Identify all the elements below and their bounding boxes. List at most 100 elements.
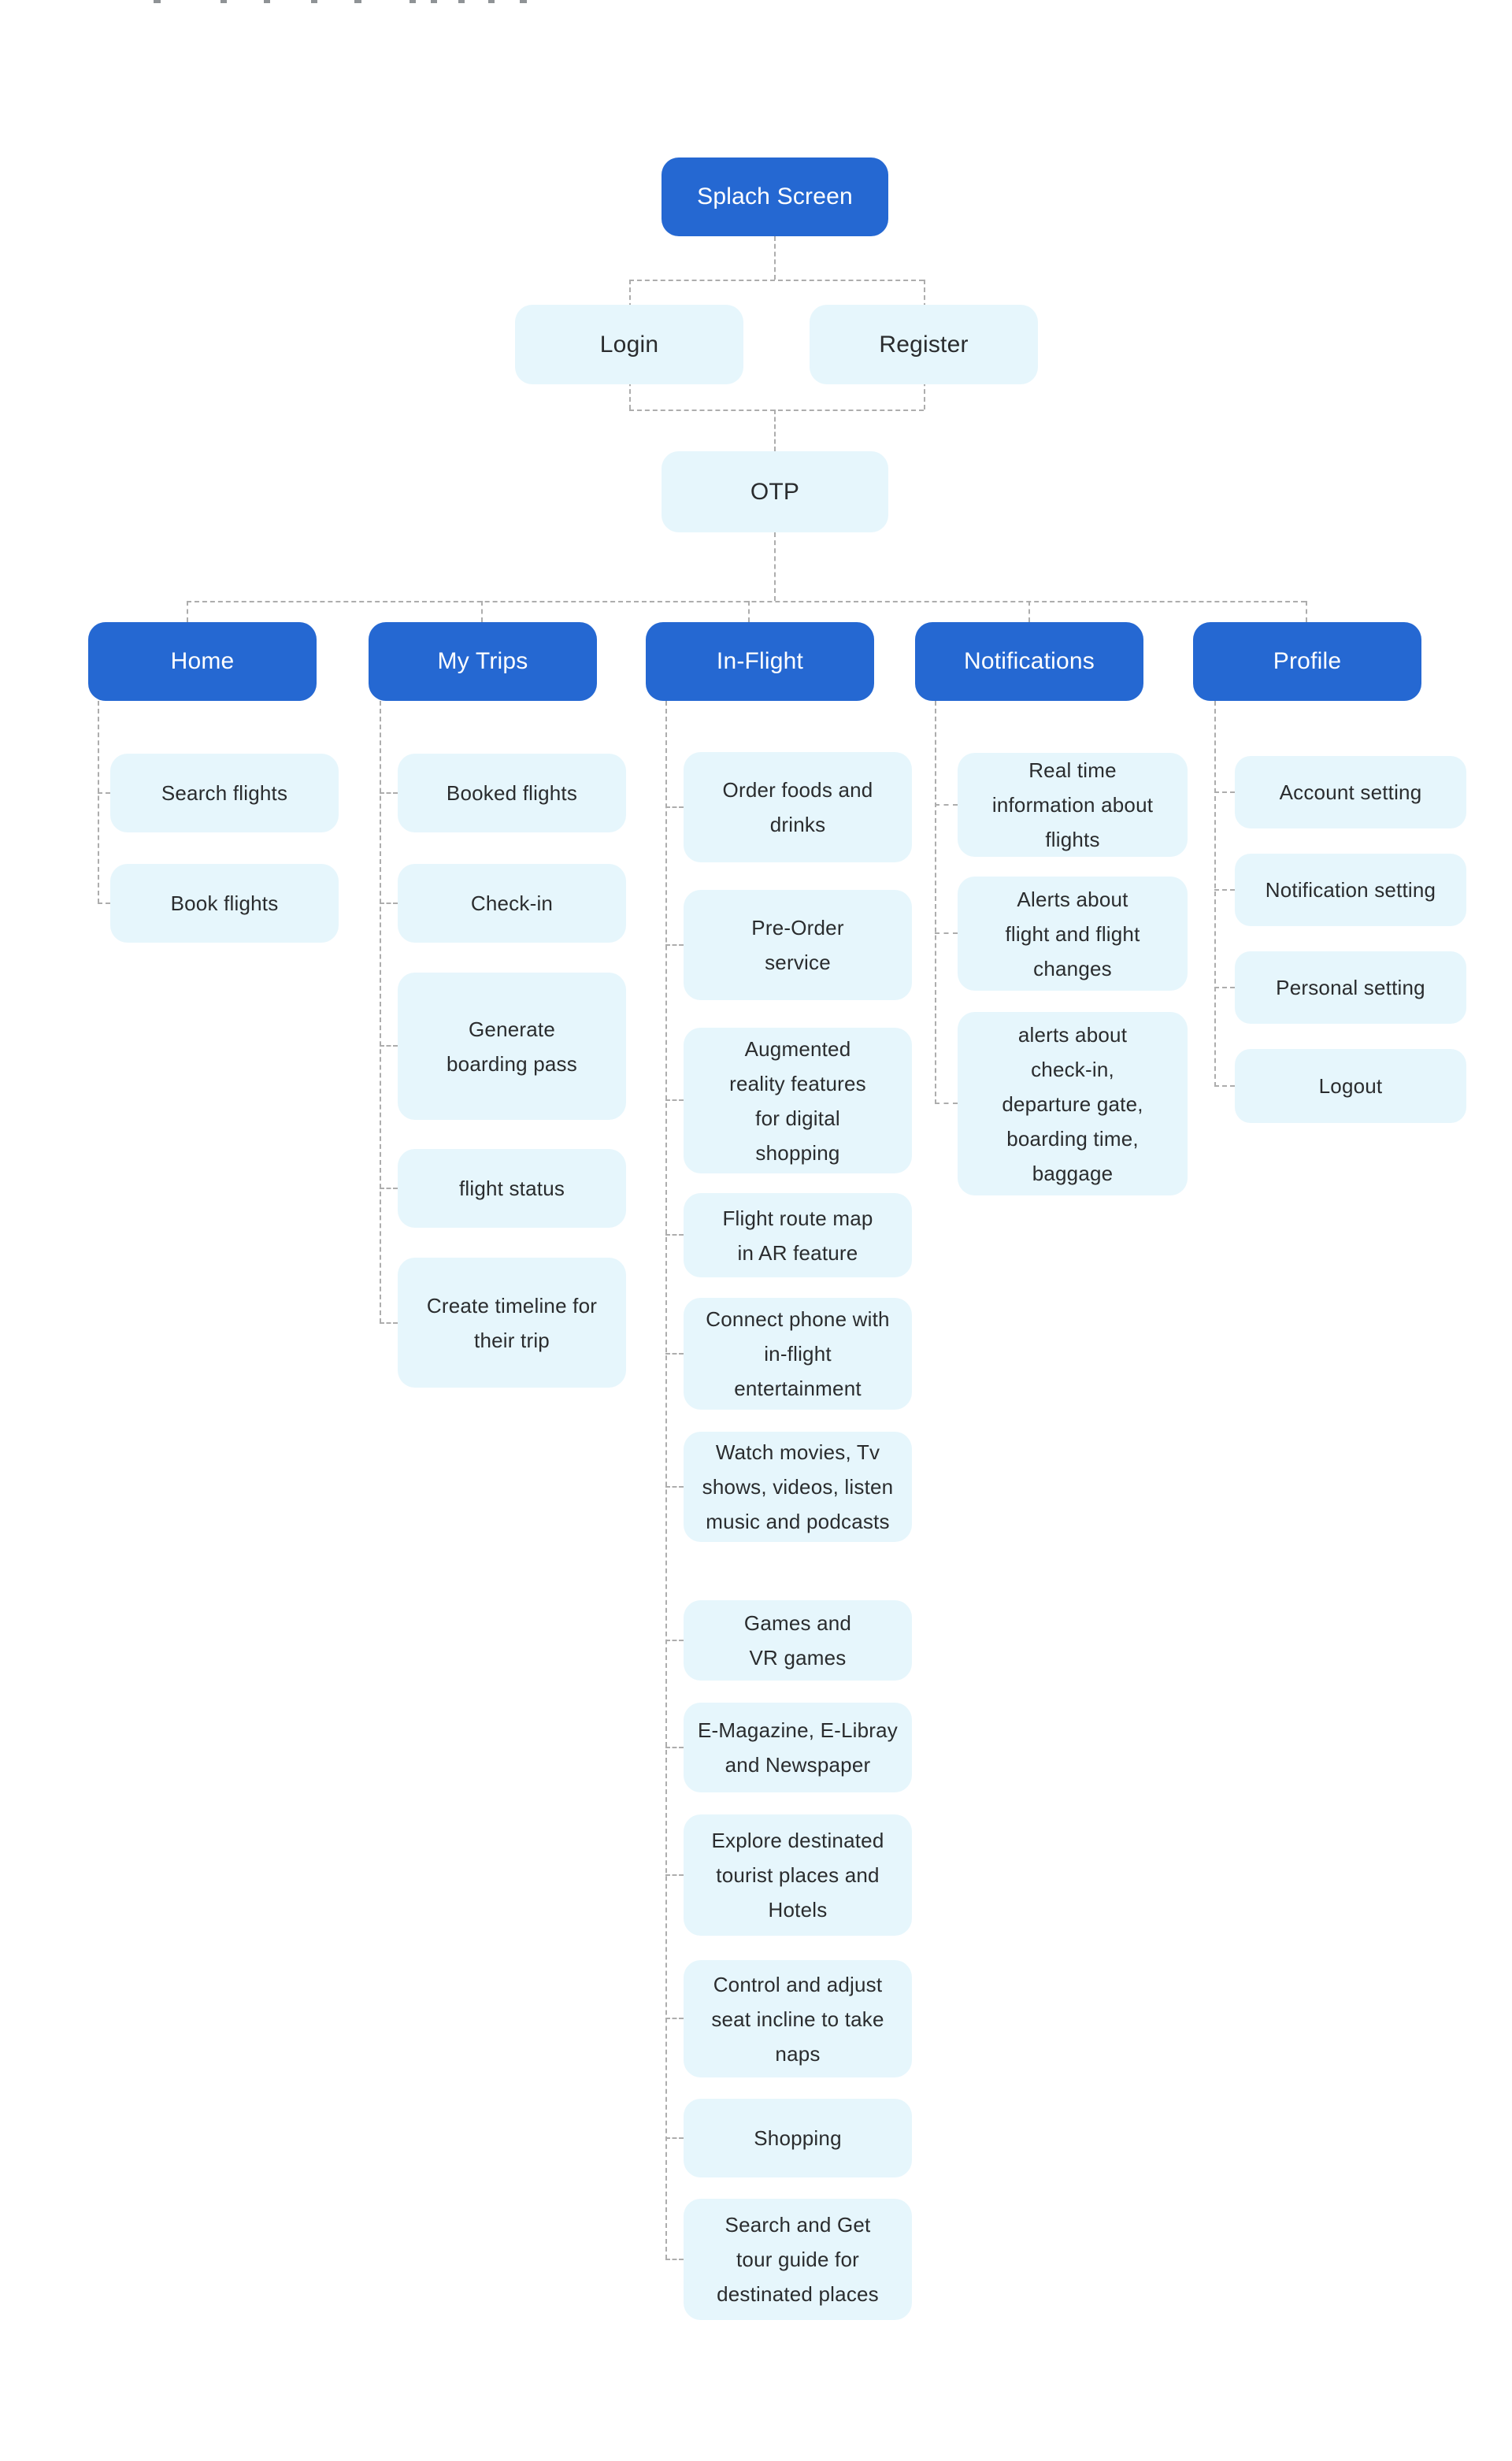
node-label: Augmented reality features for digital s… [729, 1036, 866, 1165]
node-label: Account setting [1279, 780, 1422, 804]
node-label: Generate boarding pass [447, 1017, 577, 1076]
node-explore-tourist-places: Explore destinated tourist places and Ho… [684, 1814, 912, 1936]
node-label: Pre-Order service [751, 916, 844, 974]
node-booked-flights: Booked flights [398, 754, 626, 832]
spine-notifications [935, 701, 936, 1104]
node-order-foods-and-drinks: Order foods and drinks [684, 752, 912, 862]
node-games-vr: Games and VR games [684, 1600, 912, 1681]
spine-my-trips [380, 701, 381, 1323]
connector-auth-to-otp [774, 410, 776, 451]
node-connect-phone-entertainment: Connect phone with in-flight entertainme… [684, 1298, 912, 1410]
node-ar-digital-shopping: Augmented reality features for digital s… [684, 1028, 912, 1173]
node-label: Flight route map in AR feature [722, 1206, 873, 1265]
node-label: Control and adjust seat incline to take … [711, 1972, 884, 2066]
connector-drop-in-flight [748, 601, 750, 622]
stub [380, 1045, 398, 1047]
node-flight-alerts: Alerts about flight and flight changes [958, 877, 1188, 991]
stub [380, 792, 398, 794]
stub [665, 2137, 684, 2139]
stub [665, 1747, 684, 1748]
connector-auth-rect-bottom [629, 410, 924, 411]
node-personal-setting: Personal setting [1235, 951, 1466, 1024]
node-watch-movies-music: Watch movies, Tv shows, videos, listen m… [684, 1432, 912, 1542]
node-notifications: Notifications [915, 622, 1143, 701]
node-label: Personal setting [1276, 976, 1425, 999]
node-book-flights: Book flights [110, 864, 339, 943]
node-flight-status: flight status [398, 1149, 626, 1228]
node-account-setting: Account setting [1235, 756, 1466, 828]
node-label: Search and Get tour guide for destinated… [717, 2213, 879, 2306]
node-home: Home [88, 622, 317, 701]
node-register: Register [810, 305, 1038, 384]
node-tour-guide: Search and Get tour guide for destinated… [684, 2199, 912, 2320]
node-label: Check-in [470, 891, 554, 915]
node-label: alerts about check-in, departure gate, b… [1002, 1022, 1143, 1185]
node-splash-screen: Splach Screen [662, 158, 888, 236]
stub [380, 902, 398, 904]
stub [665, 944, 684, 946]
node-label: In-Flight [716, 648, 804, 674]
connector-drop-home [187, 601, 188, 622]
node-label: flight status [458, 1177, 565, 1200]
stub [665, 1486, 684, 1488]
connector-splash-down [774, 236, 776, 280]
node-label: Alerts about flight and flight changes [1005, 887, 1140, 980]
node-notification-setting: Notification setting [1235, 854, 1466, 926]
stub [1214, 987, 1235, 988]
connector-drop-notifications [1028, 601, 1030, 622]
stub [665, 1640, 684, 1641]
stub [935, 1103, 958, 1104]
node-pre-order-service: Pre-Order service [684, 890, 912, 1000]
stub [98, 902, 110, 904]
node-label: Notification setting [1265, 878, 1436, 902]
node-search-flights: Search flights [110, 754, 339, 832]
connector-auth-rect-top [629, 280, 924, 281]
node-label: Games and VR games [743, 1611, 852, 1670]
spine-in-flight [665, 701, 667, 2259]
node-label: Explore destinated tourist places and Ho… [711, 1829, 884, 1922]
node-label: Splach Screen [697, 183, 853, 209]
node-label: My Trips [437, 648, 528, 674]
node-login: Login [515, 305, 743, 384]
node-label: Watch movies, Tv shows, videos, listen m… [702, 1440, 894, 1533]
connector-branch-line [187, 601, 1306, 602]
stub [98, 792, 110, 794]
node-my-trips: My Trips [369, 622, 597, 701]
stub [665, 2259, 684, 2260]
node-label: Search flights [161, 781, 288, 805]
node-label: Booked flights [446, 781, 578, 805]
node-label: Real time information about flights [991, 758, 1154, 851]
spine-home [98, 701, 99, 903]
node-check-in: Check-in [398, 864, 626, 943]
node-label: Login [599, 331, 659, 358]
node-label: Create timeline for their trip [426, 1293, 598, 1352]
connector-drop-my-trips [481, 601, 483, 622]
node-label: Shopping [754, 2126, 842, 2150]
node-shopping: Shopping [684, 2099, 912, 2177]
stub [935, 932, 958, 934]
stub [665, 1099, 684, 1101]
node-generate-boarding-pass: Generate boarding pass [398, 973, 626, 1120]
node-label: Register [879, 331, 969, 358]
node-label: Order foods and drinks [722, 778, 873, 836]
node-label: Connect phone with in-flight entertainme… [706, 1307, 890, 1400]
node-realtime-flight-info: Real time information about flights [958, 753, 1188, 857]
node-otp: OTP [662, 451, 888, 532]
node-checkin-gate-alerts: alerts about check-in, departure gate, b… [958, 1012, 1188, 1195]
stub [665, 1234, 684, 1236]
stub [665, 1353, 684, 1355]
node-label: Home [170, 648, 235, 674]
node-label: OTP [750, 478, 800, 505]
stub [380, 1188, 398, 1189]
node-flight-route-map-ar: Flight route map in AR feature [684, 1193, 912, 1277]
node-label: Profile [1273, 648, 1342, 674]
stub [665, 1874, 684, 1876]
node-control-seat-incline: Control and adjust seat incline to take … [684, 1960, 912, 2077]
node-logout: Logout [1235, 1049, 1466, 1123]
stub [935, 804, 958, 806]
stub [665, 2018, 684, 2019]
node-label: Logout [1318, 1074, 1383, 1098]
stub [665, 806, 684, 808]
node-profile: Profile [1193, 622, 1421, 701]
